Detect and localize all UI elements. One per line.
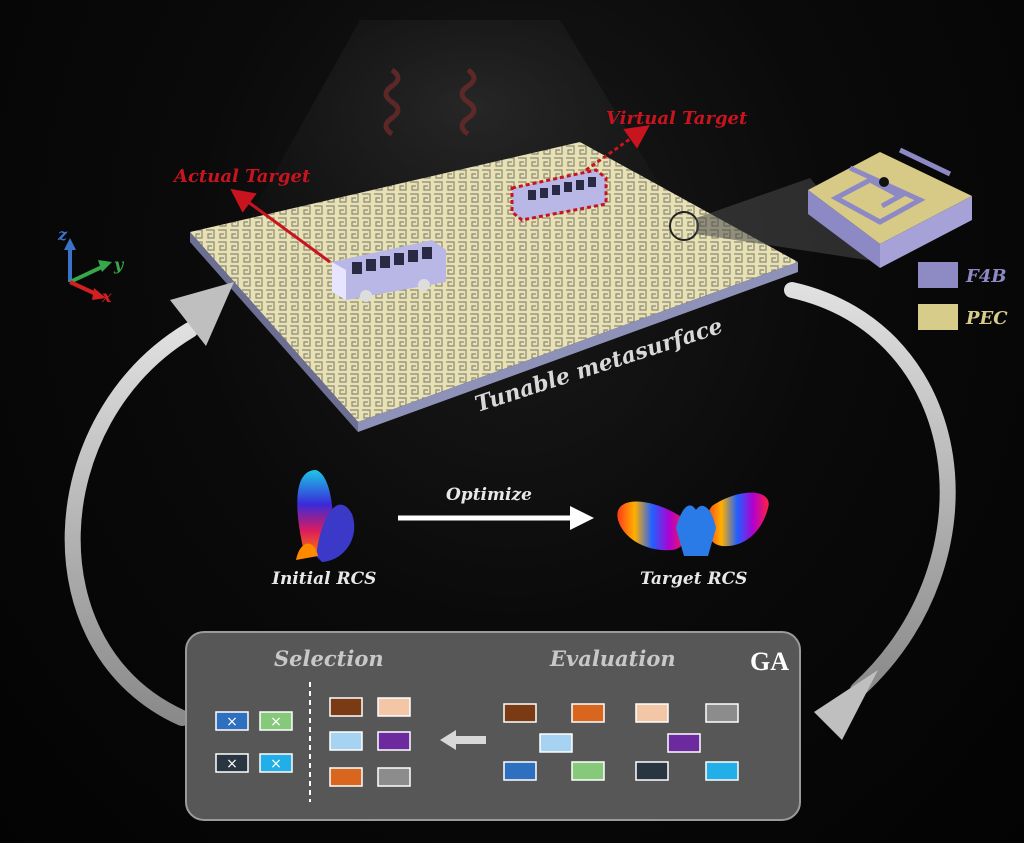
evaluation-block	[705, 703, 739, 723]
ga-panel: GA Selection Evaluation × × × ×	[185, 631, 801, 821]
flow-arrow-left	[440, 730, 486, 750]
selection-label: Selection	[274, 646, 384, 671]
evaluation-block	[503, 703, 537, 723]
initial-rcs-label: Initial RCS	[271, 569, 376, 589]
evaluation-block	[539, 733, 573, 753]
unit-cell	[808, 147, 972, 268]
evaluation-block	[667, 733, 701, 753]
evaluation-block	[571, 703, 605, 723]
selection-pair-mark: ×	[226, 714, 238, 730]
wave-icon	[383, 67, 477, 137]
selection-block	[329, 697, 363, 717]
virtual-target-bus	[510, 168, 608, 222]
target-rcs-label: Target RCS	[640, 569, 747, 589]
selection-pair-block	[259, 711, 293, 731]
legend-swatch-f4b	[918, 262, 958, 288]
virtual-target-label: Virtual Target	[606, 108, 748, 129]
legend-label-pec: PEC	[965, 308, 1008, 329]
selection-blocks	[329, 697, 411, 787]
evaluation-blocks	[503, 703, 739, 781]
selection-pair-mark: ×	[270, 714, 282, 730]
actual-target-bus	[332, 240, 446, 302]
legend: F4B PEC	[918, 262, 1008, 330]
evaluation-block	[503, 761, 537, 781]
legend-label-f4b: F4B	[965, 266, 1007, 287]
selection-pair-block	[215, 711, 249, 731]
cycle-arrow-left-head	[170, 282, 234, 346]
evaluation-block	[635, 761, 669, 781]
selection-pair-mark: ×	[226, 756, 238, 772]
selection-pairs: × × × ×	[215, 711, 293, 773]
tunable-metasurface	[190, 142, 798, 432]
actual-target-label: Actual Target	[172, 166, 311, 187]
legend-swatch-pec	[918, 304, 958, 330]
evaluation-block	[635, 703, 669, 723]
axis-label-x: x	[101, 287, 112, 306]
selection-pair-mark: ×	[270, 756, 282, 772]
selection-pair-block	[215, 753, 249, 773]
selection-block	[329, 767, 363, 787]
selection-block	[377, 697, 411, 717]
actual-target-arrow	[230, 188, 331, 264]
optimize-arrow-head	[570, 506, 594, 530]
cycle-arrow-right	[784, 282, 956, 698]
evaluation-block	[705, 761, 739, 781]
cycle-arrow-left	[64, 322, 198, 726]
ga-title: GA	[750, 647, 789, 676]
axis-triad: z y x	[57, 225, 125, 306]
axis-label-z: z	[57, 225, 68, 244]
selection-block	[329, 731, 363, 751]
zoom-beam	[696, 178, 880, 262]
initial-rcs-pattern	[296, 470, 355, 562]
optimize-label: Optimize	[446, 485, 532, 505]
evaluation-block	[571, 761, 605, 781]
selection-block	[377, 731, 411, 751]
target-rcs-pattern	[617, 492, 769, 556]
cycle-arrow-right-head	[814, 670, 878, 740]
evaluation-label: Evaluation	[549, 646, 676, 671]
selection-pair-block	[259, 753, 293, 773]
axis-label-y: y	[113, 255, 125, 274]
selection-block	[377, 767, 411, 787]
